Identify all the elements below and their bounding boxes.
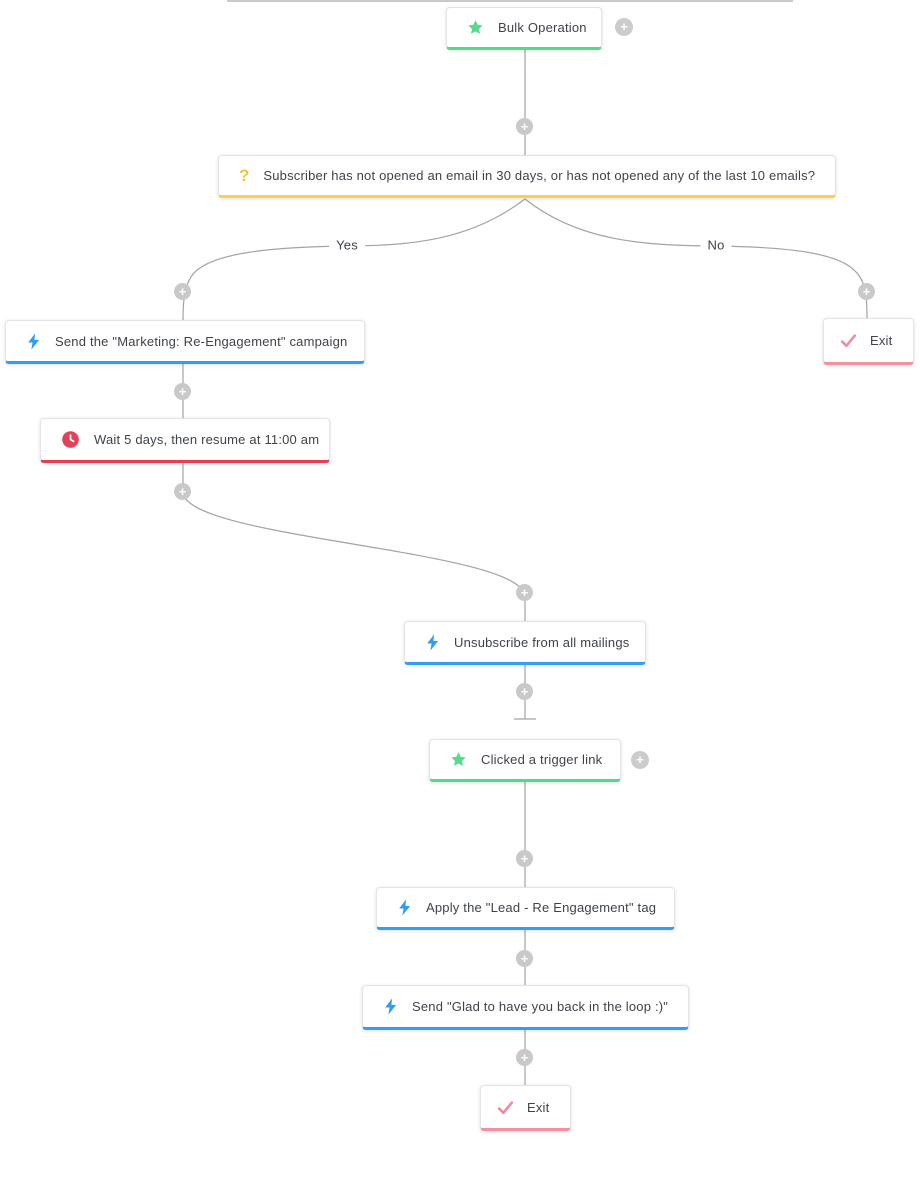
insert-step-button[interactable]: +	[516, 1049, 533, 1066]
node-exit-end[interactable]: Exit	[480, 1085, 571, 1131]
node-label: Wait 5 days, then resume at 11:00 am	[94, 432, 320, 447]
plus-icon: +	[178, 383, 187, 399]
plus-icon: +	[520, 683, 529, 699]
node-label: Unsubscribe from all mailings	[454, 634, 630, 650]
lightning-icon	[397, 899, 412, 916]
lightning-icon	[425, 633, 440, 651]
node-label: Exit	[870, 333, 893, 348]
plus-icon: +	[520, 584, 529, 600]
node-decision[interactable]: ? Subscriber has not opened an email in …	[218, 155, 836, 198]
clock-icon	[61, 430, 80, 449]
insert-step-button[interactable]: +	[516, 584, 533, 601]
plus-icon: +	[520, 118, 529, 134]
star-icon	[450, 751, 467, 768]
insert-step-button[interactable]: +	[516, 850, 533, 867]
plus-icon: +	[636, 752, 644, 767]
node-label: Exit	[527, 1099, 550, 1115]
node-label: Send the "Marketing: Re-Engagement" camp…	[55, 333, 348, 349]
star-icon	[467, 19, 484, 36]
check-icon	[497, 1100, 514, 1115]
node-send-email[interactable]: Send "Glad to have you back in the loop …	[362, 985, 689, 1030]
branch-label-yes: Yes	[329, 236, 365, 254]
add-trigger-button[interactable]: +	[631, 751, 649, 769]
node-clicked-trigger-link[interactable]: Clicked a trigger link	[429, 739, 621, 782]
check-icon	[840, 333, 857, 348]
add-trigger-button[interactable]: +	[615, 18, 633, 36]
insert-step-button[interactable]: +	[174, 283, 191, 300]
plus-icon: +	[520, 950, 529, 966]
node-wait[interactable]: Wait 5 days, then resume at 11:00 am	[40, 418, 330, 463]
node-apply-tag[interactable]: Apply the "Lead - Re Engagement" tag	[376, 887, 675, 930]
lightning-icon	[26, 332, 41, 350]
plus-icon: +	[520, 1049, 529, 1065]
insert-step-button[interactable]: +	[174, 383, 191, 400]
plus-icon: +	[620, 19, 628, 34]
node-unsubscribe[interactable]: Unsubscribe from all mailings	[404, 621, 646, 665]
insert-step-button[interactable]: +	[516, 118, 533, 135]
plus-icon: +	[178, 483, 187, 499]
node-label: Subscriber has not opened an email in 30…	[263, 168, 816, 183]
plus-icon: +	[862, 283, 871, 299]
insert-step-button[interactable]: +	[858, 283, 875, 300]
node-exit-no-branch[interactable]: Exit	[823, 318, 914, 365]
plus-icon: +	[178, 283, 187, 299]
node-label: Send "Glad to have you back in the loop …	[412, 999, 669, 1014]
insert-step-button[interactable]: +	[174, 483, 191, 500]
connector	[182, 463, 526, 621]
lightning-icon	[383, 998, 398, 1015]
node-label: Apply the "Lead - Re Engagement" tag	[426, 900, 657, 915]
insert-step-button[interactable]: +	[516, 950, 533, 967]
insert-step-button[interactable]: +	[516, 683, 533, 700]
node-bulk-operation[interactable]: Bulk Operation	[446, 7, 602, 50]
node-label: Clicked a trigger link	[481, 752, 603, 767]
connector-no-branch	[524, 198, 868, 319]
question-icon: ?	[239, 166, 250, 185]
plus-icon: +	[520, 850, 529, 866]
connector-yes-branch	[182, 198, 526, 321]
node-send-campaign[interactable]: Send the "Marketing: Re-Engagement" camp…	[5, 320, 365, 364]
node-label: Bulk Operation	[498, 20, 587, 35]
branch-label-no: No	[700, 236, 732, 254]
